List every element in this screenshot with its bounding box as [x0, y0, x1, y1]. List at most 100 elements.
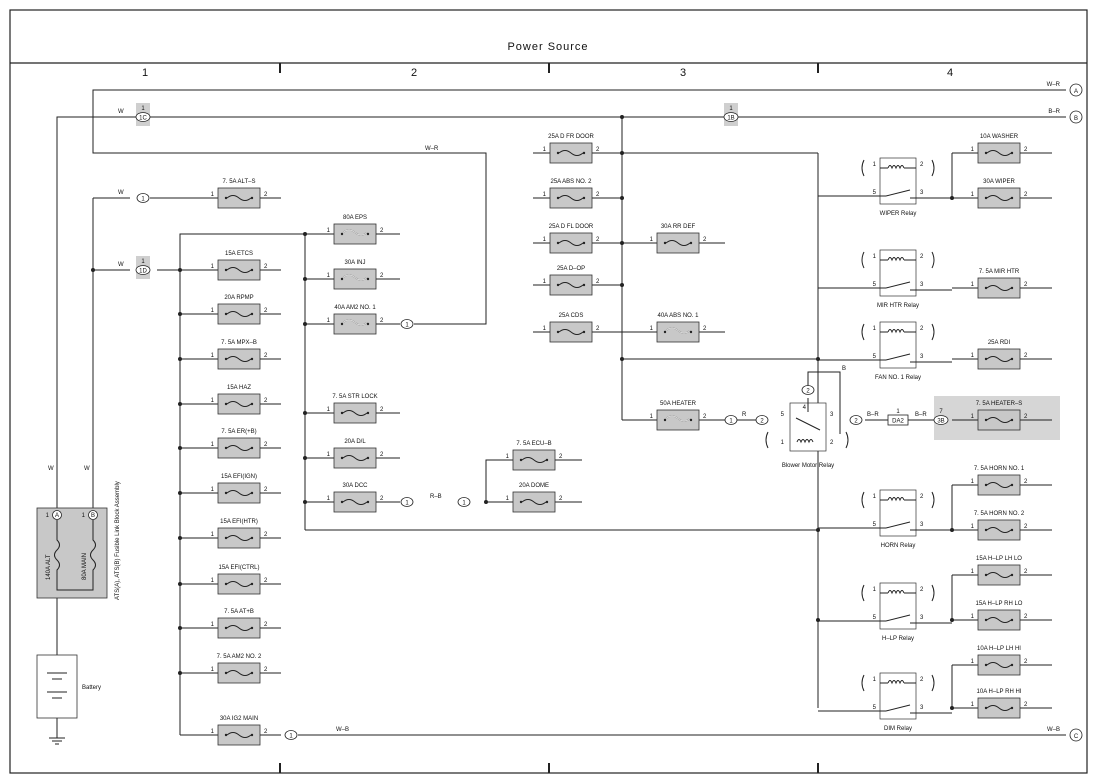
fuse-label: 30A DCC [342, 483, 368, 489]
svg-text:3: 3 [920, 705, 924, 711]
pin-b-label: B [91, 513, 95, 519]
fusible-link-140a: 140A ALT [46, 554, 52, 580]
svg-text:1: 1 [327, 228, 331, 234]
svg-text:2: 2 [264, 308, 268, 314]
svg-text:5: 5 [873, 522, 877, 528]
svg-text:1: 1 [327, 452, 331, 458]
fuse-label: 30A IG2 MAIN [220, 716, 258, 722]
svg-text:2: 2 [264, 353, 268, 359]
fuse-label: 30A WIPER [983, 179, 1015, 185]
svg-text:2: 2 [1024, 192, 1028, 198]
svg-text:1: 1 [211, 622, 215, 628]
svg-text:1: 1 [211, 353, 215, 359]
wire-color-br-out: B–R [1048, 109, 1060, 115]
diagram-title: Power Source [507, 41, 588, 53]
svg-text:1: 1 [650, 414, 654, 420]
svg-text:2: 2 [596, 326, 600, 332]
junction-dot [178, 312, 182, 316]
connector-1d [135, 265, 151, 275]
svg-text:1: 1 [506, 454, 510, 460]
junction-dot [178, 268, 182, 272]
svg-text:1: 1 [543, 147, 547, 153]
fuse-label: 40A AM2 NO. 1 [334, 305, 376, 311]
fuse-label: 7. 5A AT+B [224, 609, 254, 615]
fuse-label: 30A RR DEF [661, 224, 696, 230]
svg-text:1: 1 [327, 273, 331, 279]
wire-color-w: W [118, 190, 124, 196]
svg-text:1: 1 [405, 323, 409, 329]
relay-label: WIPER Relay [880, 211, 917, 217]
svg-text:2: 2 [380, 407, 384, 413]
svg-text:1: 1 [873, 254, 877, 260]
svg-text:4: 4 [803, 405, 807, 411]
battery-label: Battery [82, 685, 101, 691]
svg-text:2: 2 [264, 487, 268, 493]
svg-text:2: 2 [380, 496, 384, 502]
fuse-label: 10A H–LP LH HI [977, 646, 1021, 652]
svg-text:2: 2 [264, 532, 268, 538]
svg-text:1: 1 [211, 308, 215, 314]
svg-text:1: 1 [729, 106, 733, 112]
svg-text:2: 2 [380, 318, 384, 324]
svg-text:1: 1 [462, 501, 466, 507]
wire-color-w: W [118, 262, 124, 268]
fuse-label: 25A D FR DOOR [548, 134, 594, 140]
fuse-label: 80A EPS [343, 215, 367, 221]
svg-text:2: 2 [559, 454, 563, 460]
junction-dot [816, 528, 820, 532]
svg-text:1: 1 [971, 524, 975, 530]
junction-dot [620, 196, 624, 200]
pin-a-label: A [55, 513, 59, 519]
svg-text:1: 1 [506, 496, 510, 502]
svg-text:1: 1 [971, 614, 975, 620]
junction-dot [178, 582, 182, 586]
junction-dot [303, 322, 307, 326]
svg-text:2: 2 [1024, 353, 1028, 359]
junction-dot [178, 626, 182, 630]
svg-text:3B: 3B [937, 419, 944, 425]
svg-text:3: 3 [920, 522, 924, 528]
wire-color-w: W [118, 109, 124, 115]
svg-text:2: 2 [264, 667, 268, 673]
fuse-label: 15A EFI(IGN) [221, 474, 257, 480]
fuse-7-5a-at-b: 1 2 7. 5A AT+B [180, 609, 281, 639]
svg-text:2: 2 [806, 389, 810, 395]
connector-1 [400, 497, 414, 507]
junction-dot [303, 500, 307, 504]
wire-color-rb: R–B [430, 494, 442, 500]
fuse-label: 7. 5A STR LOCK [332, 394, 377, 400]
fusible-link-block-label: ATS(A), ATS(B) Fusible Link Block Assemb… [115, 481, 121, 600]
svg-text:2: 2 [264, 729, 268, 735]
output-terminal-a [1069, 83, 1083, 97]
svg-text:1: 1 [781, 440, 785, 446]
svg-text:2: 2 [1024, 479, 1028, 485]
junction-dot [620, 283, 624, 287]
wire-color-labels: W W W W–R R–B R B B–R B–R W–B W W [48, 109, 927, 733]
svg-text:1: 1 [211, 442, 215, 448]
connector-3b [933, 415, 949, 425]
svg-text:2: 2 [920, 162, 924, 168]
svg-text:2: 2 [920, 326, 924, 332]
svg-text:2: 2 [264, 622, 268, 628]
